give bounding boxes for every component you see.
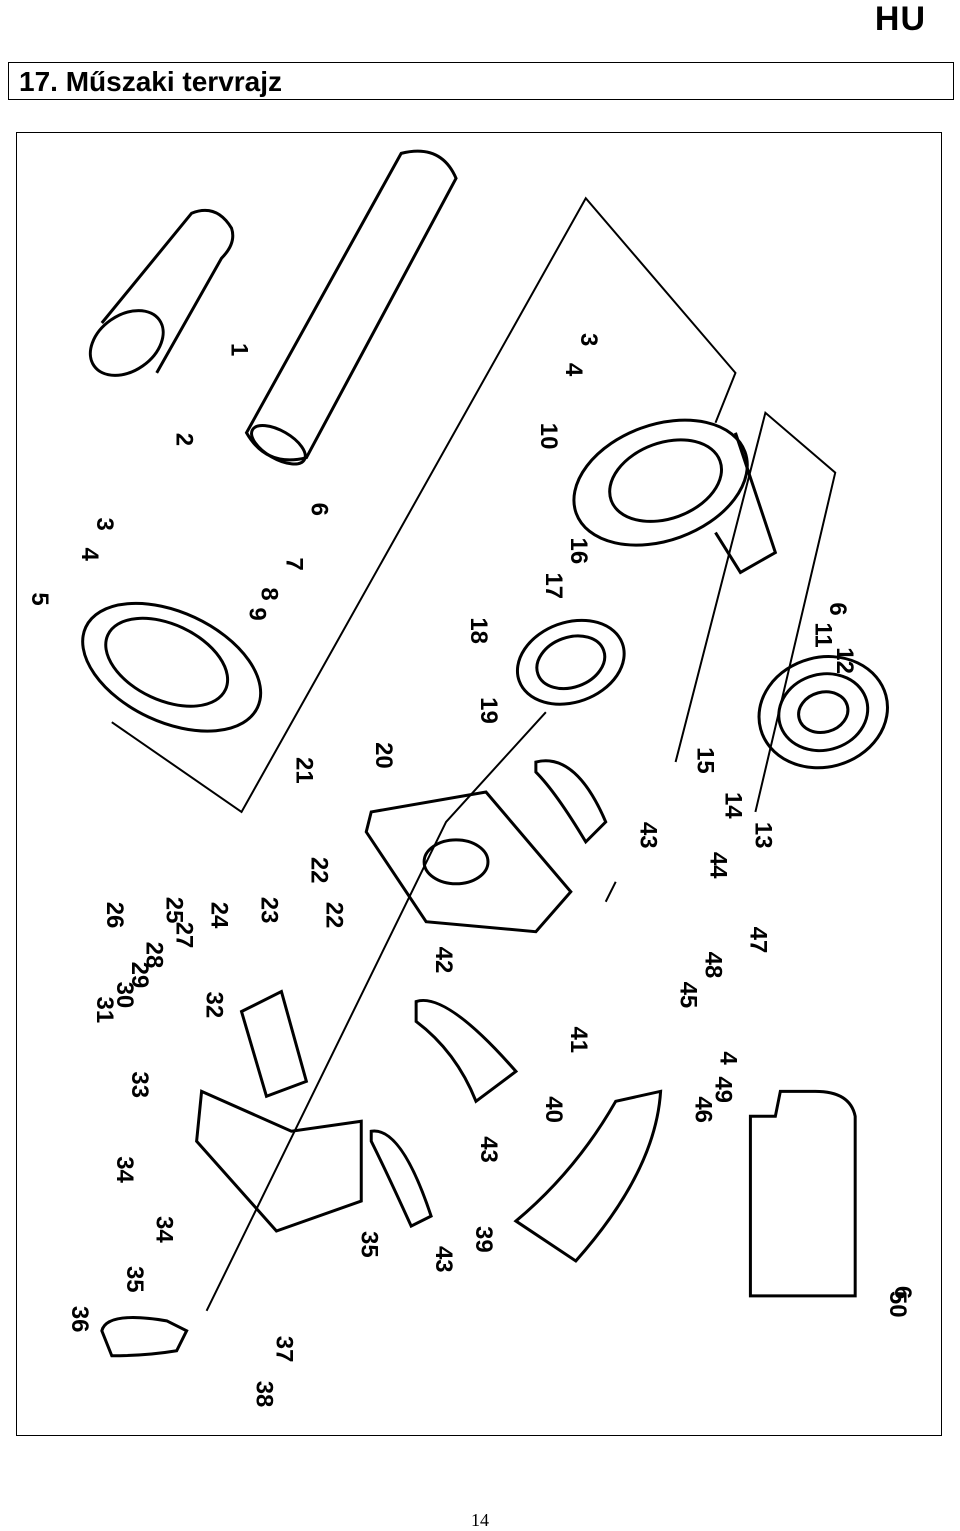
callout-label: 20	[370, 742, 397, 769]
callout-label: 4	[560, 363, 587, 377]
part-filter-33	[239, 989, 309, 1099]
section-title: 17. Műszaki tervrajz	[19, 66, 283, 97]
page-number: 14	[471, 1510, 489, 1530]
callout-label: 44	[704, 852, 731, 879]
callout-label: 29	[126, 962, 153, 989]
assembly-lines	[111, 196, 837, 1312]
callout-label: 3	[575, 333, 602, 346]
callout-label: 6	[824, 602, 851, 615]
part-impeller	[515, 618, 626, 706]
callout-label: 18	[465, 617, 492, 644]
callout-label: 43	[475, 1136, 502, 1163]
callout-label: 43	[430, 1246, 457, 1273]
callout-label: 41	[565, 1026, 592, 1053]
callout-label: 5	[26, 592, 53, 605]
callout-label: 2	[171, 433, 198, 446]
callout-label: 37	[270, 1336, 297, 1363]
exploded-view-drawing: 1 2 3 4 5 6 7 8 9 10 3 4 16 17 18 19 6 1…	[16, 132, 942, 1436]
part-nozzle	[88, 208, 235, 377]
part-cover-14	[534, 759, 608, 845]
part-fan-housing	[572, 418, 778, 575]
part-hose	[513, 1089, 663, 1263]
callout-label: 39	[470, 1226, 497, 1253]
callout-label: 12	[831, 647, 858, 674]
callout-label: 4	[714, 1051, 741, 1065]
callout-label: 25	[161, 897, 188, 924]
callout-label: 45	[675, 982, 702, 1009]
callout-label: 35	[355, 1231, 382, 1258]
callout-label: 43	[635, 822, 662, 849]
callout-label: 4	[76, 548, 103, 562]
callout-label: 49	[709, 1076, 736, 1103]
callout-label: 6	[305, 503, 332, 516]
callout-label: 19	[475, 697, 502, 724]
callout-label: 33	[126, 1071, 153, 1098]
drawing-canvas: 1 2 3 4 5 6 7 8 9 10 3 4 16 17 18 19 6 1…	[26, 149, 916, 1408]
part-front-flange	[81, 601, 263, 733]
callout-label: 26	[101, 902, 128, 929]
callout-label: 36	[66, 1306, 93, 1333]
callout-label: 15	[692, 747, 719, 774]
callout-label: 46	[690, 1096, 717, 1123]
callout-label: 40	[540, 1096, 567, 1123]
callout-label: 22	[305, 857, 332, 884]
callout-label: 35	[121, 1266, 148, 1293]
callout-label: 6	[889, 1286, 916, 1299]
callout-label: 9	[243, 607, 270, 620]
callout-label: 42	[430, 947, 457, 974]
callout-label: 31	[91, 997, 118, 1024]
callout-label: 10	[535, 423, 562, 450]
callout-label: 34	[111, 1156, 138, 1183]
callout-label: 24	[206, 902, 233, 929]
callout-label: 47	[744, 927, 771, 954]
callout-label: 3	[91, 518, 118, 531]
callout-label: 17	[540, 572, 567, 599]
callout-label: 38	[250, 1381, 277, 1408]
part-bag	[748, 1089, 857, 1298]
callout-label: 50	[884, 1291, 911, 1318]
callout-label: 8	[255, 587, 282, 600]
callout-label: 34	[151, 1216, 178, 1243]
part-fuel-tank	[195, 1089, 363, 1233]
part-recoil-starter	[757, 655, 889, 770]
callout-label: 48	[700, 952, 727, 979]
callout-label: 1	[226, 343, 253, 356]
part-cover-41	[414, 998, 519, 1104]
callout-label: 11	[809, 622, 836, 647]
section-title-box: 17. Műszaki tervrajz	[8, 62, 954, 100]
callout-label: 13	[749, 822, 776, 849]
callout-label: 27	[171, 922, 198, 949]
callout-label: 21	[290, 757, 317, 784]
callout-label: 14	[719, 792, 746, 819]
part-tube	[244, 149, 458, 466]
callout-label: 23	[255, 897, 282, 924]
part-handle	[100, 1316, 189, 1358]
part-cover-40	[369, 1129, 433, 1229]
callout-label: 30	[111, 982, 138, 1009]
part-engine-block	[364, 790, 573, 934]
callout-label: 16	[565, 538, 592, 565]
callout-label: 32	[201, 992, 228, 1019]
callout-label: 22	[320, 902, 347, 929]
language-code: HU	[874, 0, 926, 38]
callout-label: 7	[280, 557, 307, 570]
callout-label: 28	[141, 942, 168, 969]
